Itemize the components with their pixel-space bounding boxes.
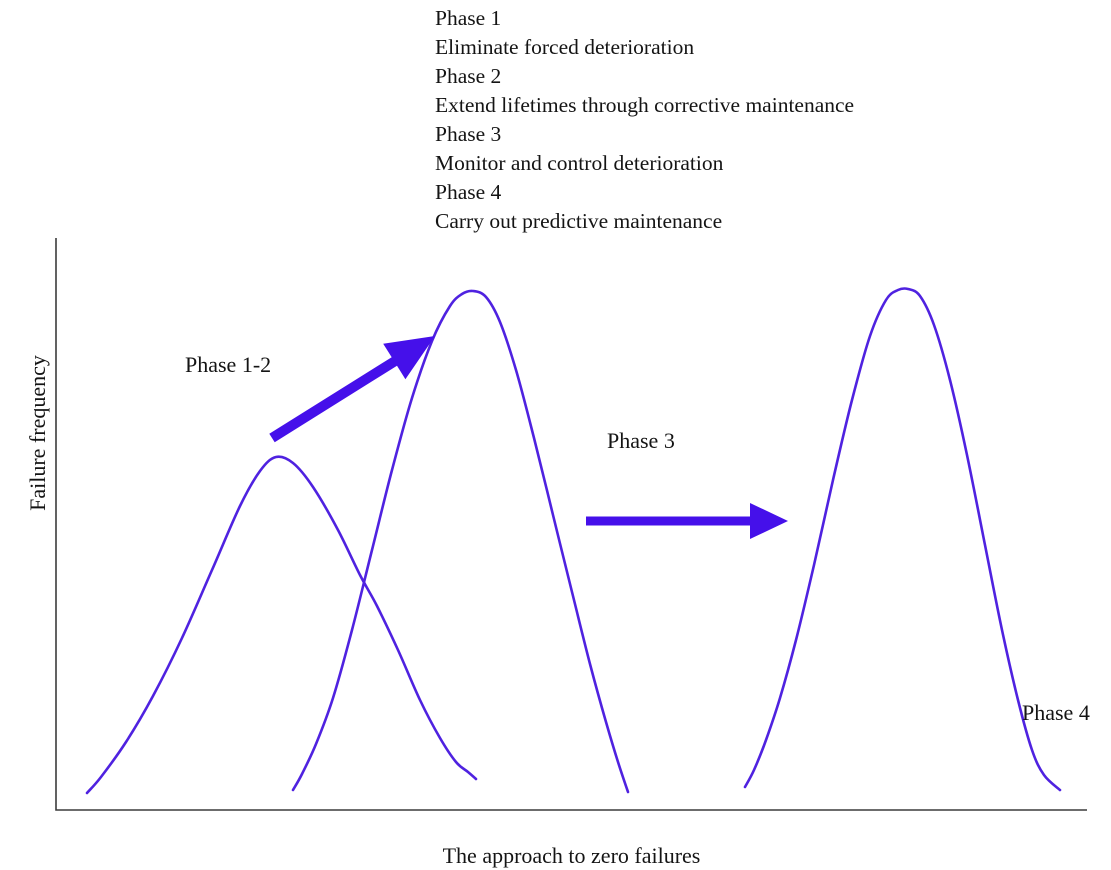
- legend-line-phase-3: Phase 3: [435, 122, 502, 146]
- phase-4-annotation: Phase 4: [1022, 700, 1090, 725]
- phase-1-2-annotation: Phase 1-2: [185, 352, 272, 377]
- phase-4-final-curve: [743, 287, 1062, 792]
- y-axis-label: Failure frequency: [25, 355, 50, 511]
- legend-line-phase-4: Phase 4: [435, 180, 502, 204]
- legend-line-phase-2: Phase 2: [435, 64, 502, 88]
- legend-line-phase-1: Phase 1: [435, 6, 502, 30]
- axes-line: [55, 238, 1087, 811]
- legend-line-phase-2-desc: Extend lifetimes through corrective main…: [435, 93, 855, 117]
- phase-1-2-early-curve: [85, 455, 478, 795]
- phase-3-annotation: Phase 3: [607, 428, 675, 453]
- phase-1-2-arrow: [269, 336, 435, 443]
- failure-curves: [85, 287, 1062, 795]
- legend-line-phase-3-desc: Monitor and control deterioration: [435, 151, 724, 175]
- legend-line-phase-1-desc: Eliminate forced deterioration: [435, 35, 695, 59]
- phase-legend: Phase 1 Eliminate forced deterioration P…: [435, 4, 854, 236]
- phase-arrows: [269, 336, 788, 539]
- legend-line-phase-4-desc: Carry out predictive maintenance: [435, 209, 723, 233]
- phase-3-arrow: [586, 503, 788, 539]
- phase-2-3-improved-curve: [291, 289, 630, 794]
- x-axis-label: The approach to zero failures: [442, 843, 701, 868]
